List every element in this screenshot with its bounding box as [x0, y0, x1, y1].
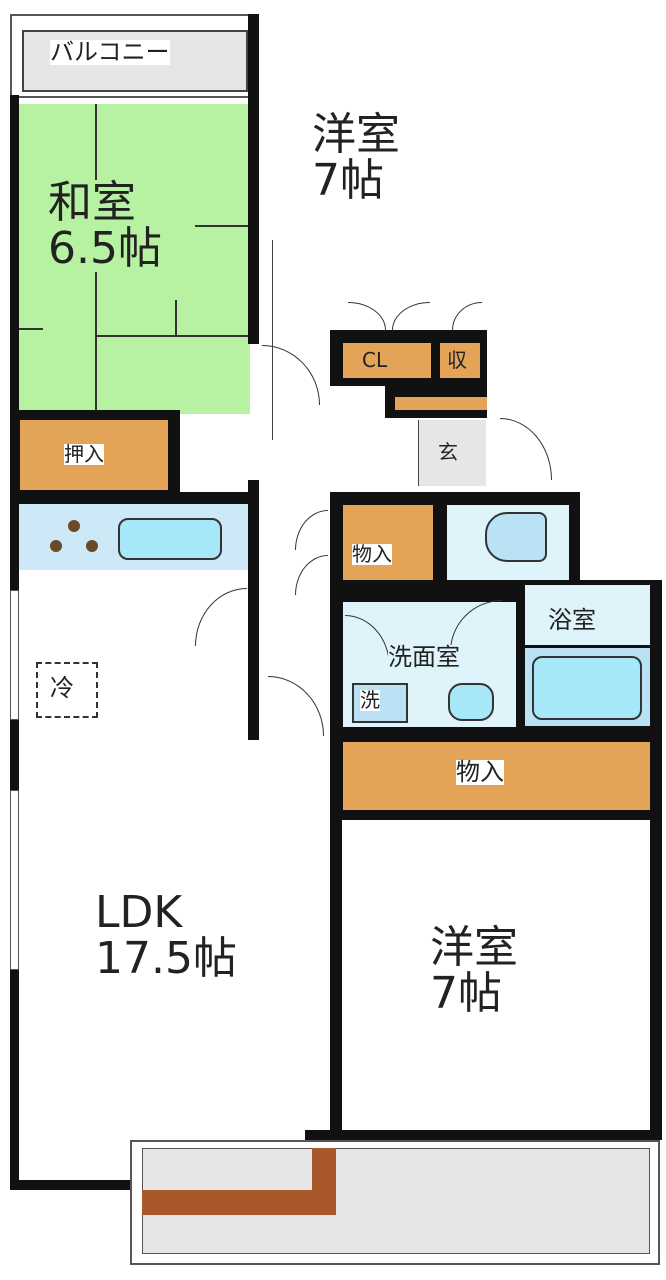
tatami-line — [175, 300, 177, 335]
kitchen-sink — [118, 518, 222, 560]
tatami-line — [195, 225, 250, 227]
wall — [305, 1130, 662, 1140]
refrigerator — [36, 662, 98, 718]
western-room-2-name: 洋室 — [430, 922, 518, 973]
storage-shu-label: 収 — [447, 348, 467, 372]
wall — [10, 492, 258, 504]
ldk-window[interactable] — [10, 790, 19, 970]
bathtub — [532, 656, 642, 720]
shoe-storage — [395, 397, 487, 410]
storage-door[interactable] — [295, 510, 328, 550]
stove-burner-icon — [86, 540, 98, 552]
tatami-line — [95, 335, 250, 337]
tatami-line — [18, 328, 43, 330]
ldk-name: LDK — [95, 887, 183, 938]
stove-burner-icon — [50, 540, 62, 552]
japanese-room-name: 和室 — [48, 177, 136, 228]
western-room-2-size: 7帖 — [430, 968, 502, 1020]
closet-door[interactable] — [452, 302, 482, 330]
door[interactable] — [268, 676, 324, 736]
refrigerator-label: 冷 — [50, 674, 74, 702]
balcony-top-label: バルコニー — [50, 38, 170, 66]
toilet-icon — [485, 512, 547, 562]
sliding-door-lines — [272, 240, 342, 440]
western-room-1-size: 7帖 — [312, 155, 384, 207]
wall — [650, 580, 662, 1140]
storage-door[interactable] — [295, 555, 328, 595]
western-room-2-label: 洋室 7帖 — [430, 922, 518, 1020]
wall — [248, 14, 259, 344]
storage-large-label: 物入 — [456, 758, 504, 786]
western-room-1-label: 洋室 7帖 — [312, 109, 400, 207]
bathroom-label: 浴室 — [548, 606, 596, 634]
ldk-size: 17.5帖 — [95, 933, 237, 985]
western-room-1-name: 洋室 — [312, 109, 400, 160]
storage-small-label: 物入 — [352, 542, 392, 566]
closet-door[interactable] — [348, 302, 386, 330]
entrance-door[interactable] — [500, 418, 552, 480]
japanese-room-label: 和室 6.5帖 — [48, 177, 162, 275]
wall — [248, 480, 259, 740]
ldk-door[interactable] — [195, 588, 247, 646]
balcony-step — [142, 1190, 312, 1215]
stove-burner-icon — [68, 520, 80, 532]
oshiire-label: 押入 — [64, 442, 104, 466]
closet-door[interactable] — [392, 302, 430, 330]
wall — [330, 740, 342, 1140]
ldk-window[interactable] — [10, 590, 19, 720]
entrance-label: 玄 — [438, 440, 458, 464]
closet-cl-label: CL — [362, 348, 388, 372]
ldk-label: LDK 17.5帖 — [95, 887, 237, 985]
washroom-label: 洗面室 — [388, 643, 460, 671]
balcony-step — [312, 1148, 336, 1215]
washbasin — [448, 683, 494, 721]
japanese-room-size: 6.5帖 — [48, 223, 162, 275]
washer-label: 洗 — [360, 688, 380, 712]
